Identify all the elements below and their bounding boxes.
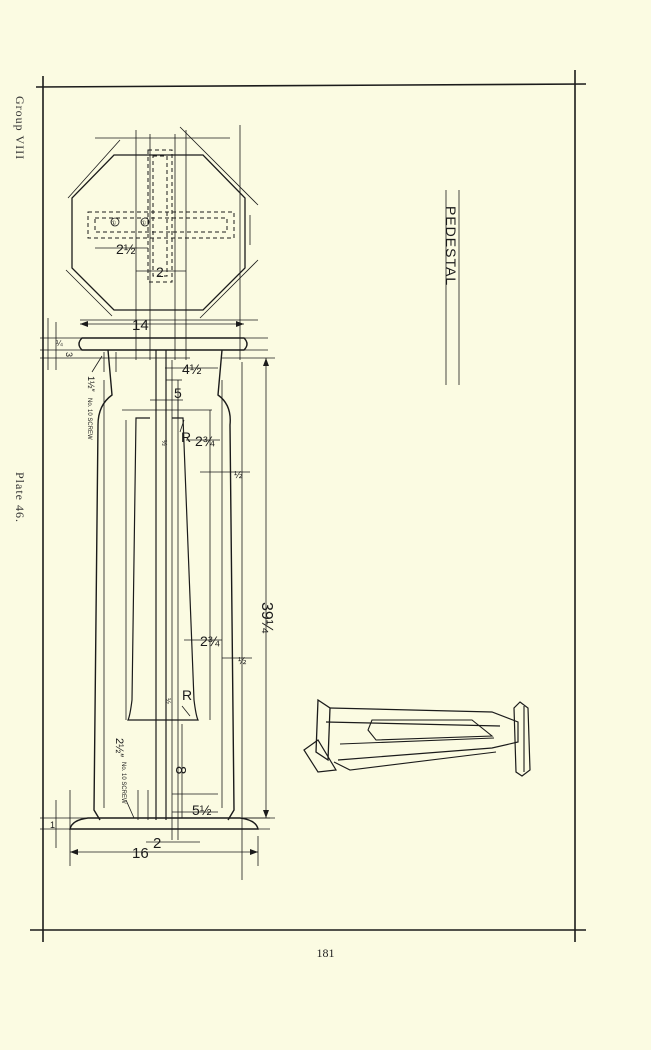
dim-height: 39¼ [258,602,275,634]
dim-post-width: 2 [156,264,164,280]
base-slab: 1 [40,800,270,848]
dim-top-edge: ¼ [56,339,63,348]
dim-base-offset: 8 [172,766,189,774]
dim-base-thickness: 1 [50,820,55,830]
upper-radius-callout: R ½ [160,419,191,446]
page-number: 181 [316,946,335,960]
screw-upper-label: No. 10 SCREW [86,398,92,440]
radius-lower-value: ½ [164,698,172,704]
base-post-dimension: 2 [146,835,200,852]
base-inset-dimension: 5½ [172,793,218,818]
lower-screw-callout: 2½″ No. 10 SCREW [113,738,149,820]
side-thickness-lower: ½ [222,656,252,667]
dim-post-offset: 5 [174,385,182,401]
dim-top-offset: 4½ [182,361,202,377]
top-width-dimension: 14 [80,317,244,334]
post-offset-dimension: 5 [166,379,182,418]
taper-bottom-dimension: 2¾ [184,633,222,649]
taper-top-dimension: 2¾ [186,433,220,449]
lower-radius-callout: R ½ [164,687,192,717]
dim-taper-bottom: 2¾ [200,633,220,649]
circle-mark-2: ① [141,220,146,227]
top-slab: 3 ¼ 4½ [40,318,268,377]
dim-side-thickness-lower: ½ [238,656,247,667]
side-elevation [93,349,235,840]
perspective-sketch [303,698,531,777]
radius-upper: R [181,429,191,445]
screw-upper-size: 1½″ [86,376,96,393]
base-width-dimension: 16 [69,836,259,866]
plate-border [30,70,587,942]
radius-lower: R [182,687,192,703]
dim-side-thickness: ½ [234,470,243,481]
dim-base-post: 2 [153,835,161,852]
dim-cross-width: 2½ [116,241,136,257]
dim-base-inset: 5½ [192,802,212,818]
radius-upper-value: ½ [160,440,168,446]
screw-lower-size: 2½″ [113,738,125,757]
extension-lines [69,362,243,880]
upper-screw-callout: 1½″ No. 10 SCREW [86,352,117,440]
drawing-title: PEDESTAL [443,206,459,286]
top-view: ① ① 2½ 2 [65,125,259,360]
screw-lower-label: No. 10 SCREW [120,762,126,804]
title-block: PEDESTAL [443,190,460,385]
dim-base-width: 16 [132,845,149,862]
dim-taper-top: 2¾ [195,433,215,449]
base-offset-dimension: 8 [172,724,189,818]
circle-mark-1: ① [111,220,116,227]
side-thickness-upper: ½ [200,470,250,481]
dim-top-thickness: 3 [64,352,74,357]
dim-top-width: 14 [132,317,149,334]
